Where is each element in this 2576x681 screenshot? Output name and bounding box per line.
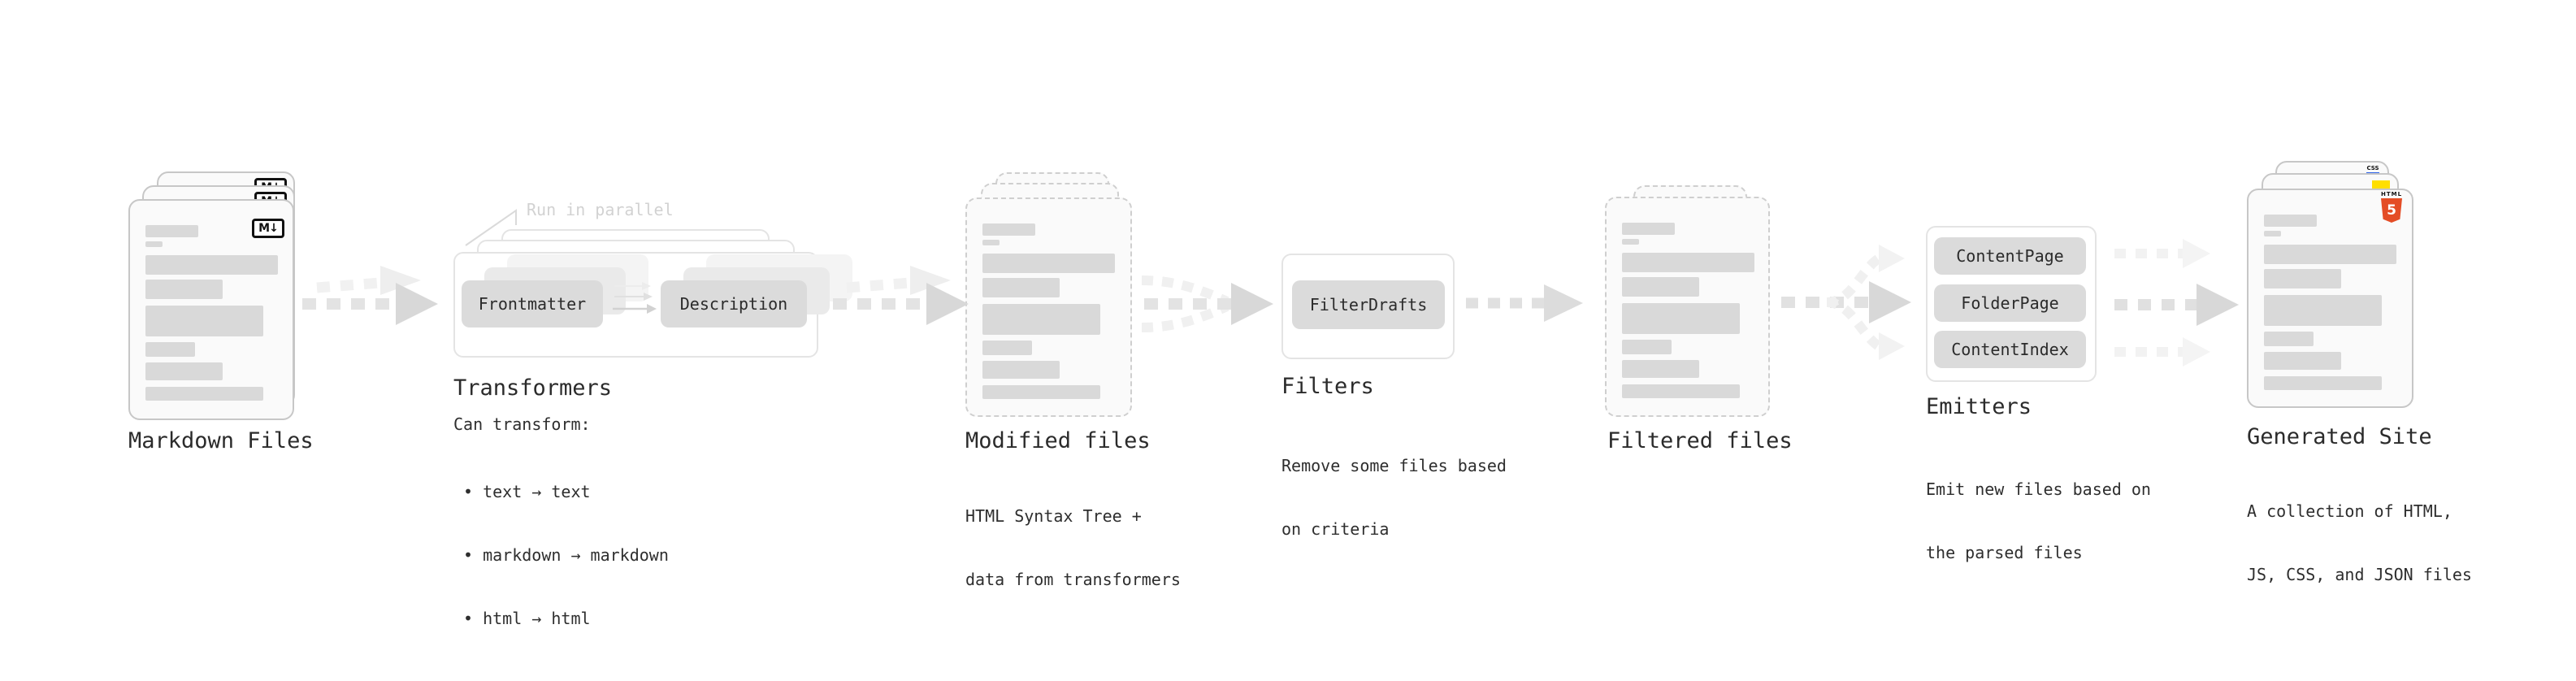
generated-site-label: Generated Site	[2247, 424, 2432, 449]
filters-label: Filters	[1281, 374, 1374, 399]
transformers-desc-title: Can transform:	[453, 414, 591, 434]
desc-line: data from transformers	[965, 570, 1181, 589]
text-line-placeholder	[2264, 231, 2281, 236]
html5-icon-shield: 5	[2381, 198, 2402, 223]
generated-file-card-html: HTML 5	[2247, 189, 2413, 408]
text-line-placeholder	[982, 340, 1032, 355]
modified-file-card-front	[965, 197, 1132, 417]
text-line-placeholder	[1622, 277, 1699, 297]
transformers-label: Transformers	[453, 375, 613, 401]
desc-line: the parsed files	[1926, 543, 2083, 562]
html5-icon: HTML 5	[2381, 191, 2402, 223]
desc-line: JS, CSS, and JSON files	[2247, 565, 2472, 584]
html5-icon-text: HTML	[2381, 191, 2403, 197]
desc-line: Emit new files based on	[1926, 479, 2151, 499]
bullet-item: • text → text	[463, 482, 591, 501]
bullet-item: • html → html	[463, 609, 591, 628]
text-line-placeholder	[1622, 223, 1675, 235]
desc-line: A collection of HTML,	[2247, 501, 2452, 521]
folderpage-chip: FolderPage	[1934, 284, 2086, 322]
text-line-placeholder	[145, 306, 263, 336]
desc-line: Remove some files based	[1281, 456, 1507, 475]
text-line-placeholder	[145, 241, 163, 247]
text-line-placeholder	[982, 254, 1115, 273]
text-line-placeholder	[1622, 239, 1639, 245]
run-in-parallel-note: Run in parallel	[527, 200, 674, 219]
text-line-placeholder	[1622, 360, 1699, 378]
text-line-placeholder	[982, 304, 1100, 335]
desc-line: HTML Syntax Tree +	[965, 506, 1142, 526]
text-line-placeholder	[2264, 352, 2341, 370]
frontmatter-chip: Frontmatter	[462, 280, 603, 327]
text-line-placeholder	[145, 255, 278, 275]
generated-site-desc: A collection of HTML, JS, CSS, and JSON …	[2247, 458, 2472, 627]
modified-files-label: Modified files	[965, 428, 1151, 453]
text-line-placeholder	[982, 223, 1035, 236]
text-line-placeholder	[145, 280, 223, 299]
contentpage-chip: ContentPage	[1934, 237, 2086, 275]
arrow-modified-to-filters-converge	[1141, 275, 1273, 332]
emitters-desc: Emit new files based on the parsed files	[1926, 436, 2151, 605]
text-line-placeholder	[2264, 269, 2341, 288]
text-line-placeholder	[1622, 303, 1740, 334]
arrow-transformers-to-modified	[833, 266, 969, 325]
transformers-bullet-list: • text → text • markdown → markdown • ht…	[463, 439, 669, 671]
emitters-label: Emitters	[1926, 394, 2032, 419]
desc-line: on criteria	[1281, 519, 1390, 539]
text-line-placeholder	[2264, 376, 2382, 390]
description-chip: Description	[661, 280, 807, 327]
text-line-placeholder	[1622, 253, 1754, 272]
html5-icon-number: 5	[2387, 202, 2396, 219]
arrow-filters-to-filtered	[1466, 284, 1583, 322]
arrow-filtered-to-emitters-diverge	[1781, 245, 1911, 360]
css-icon-text: CSS	[2366, 165, 2379, 171]
bullet-item: • markdown → markdown	[463, 545, 669, 565]
text-line-placeholder	[982, 361, 1060, 379]
text-line-placeholder	[145, 362, 223, 380]
text-line-placeholder	[1622, 384, 1740, 398]
text-line-placeholder	[145, 387, 263, 401]
text-line-placeholder	[982, 240, 1000, 245]
markdown-icon: M↓	[252, 219, 284, 238]
text-line-placeholder	[2264, 245, 2396, 264]
text-line-placeholder	[145, 342, 195, 357]
text-line-placeholder	[982, 278, 1060, 297]
filtered-files-label: Filtered files	[1607, 428, 1793, 453]
filterdrafts-chip: FilterDrafts	[1292, 280, 1445, 329]
modified-files-desc: HTML Syntax Tree + data from transformer…	[965, 463, 1181, 632]
text-line-placeholder	[1622, 340, 1672, 354]
text-line-placeholder	[982, 385, 1100, 399]
text-line-placeholder	[2264, 332, 2314, 346]
filtered-file-card-front	[1605, 197, 1770, 417]
markdown-files-label: Markdown Files	[128, 428, 314, 453]
text-line-placeholder	[2264, 215, 2317, 227]
arrow-emitters-to-generated	[2114, 239, 2239, 367]
text-line-placeholder	[145, 225, 198, 237]
markdown-file-card-front: M↓	[128, 199, 294, 420]
text-line-placeholder	[2264, 295, 2382, 326]
filters-desc: Remove some files based on criteria	[1281, 413, 1507, 582]
contentindex-chip: ContentIndex	[1934, 331, 2086, 368]
arrow-markdown-to-transformers	[302, 266, 438, 325]
